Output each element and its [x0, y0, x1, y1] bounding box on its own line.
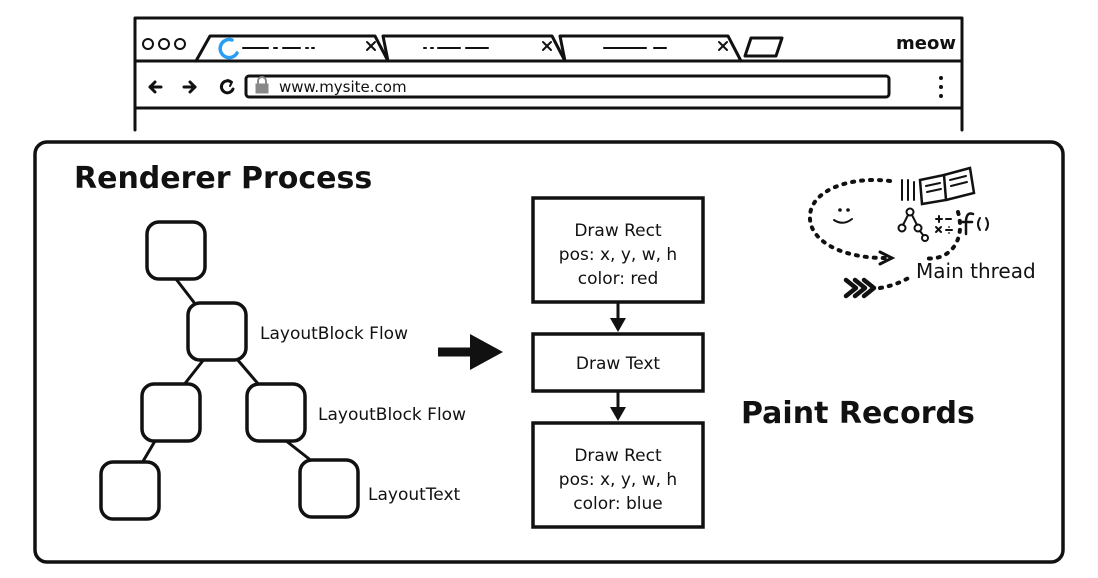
tab-close-icon[interactable]	[718, 41, 728, 51]
layout-tree-node-root	[145, 220, 207, 281]
transform-arrow-icon	[438, 334, 503, 370]
tab-close-icon[interactable]	[366, 41, 376, 51]
layout-tree-node-block-flow-2	[245, 382, 307, 443]
layout-tree-node-leaf-left	[99, 460, 161, 521]
tab-2[interactable]	[381, 34, 567, 63]
paint-records-title: Paint Records	[741, 396, 975, 431]
lock-icon	[255, 76, 269, 94]
record-1-line-1: Draw Rect	[574, 221, 662, 241]
record-3-line-3: color: blue	[573, 494, 662, 514]
reload-icon[interactable]	[219, 79, 235, 95]
paint-record-draw-rect-red	[531, 196, 705, 304]
address-bar[interactable]: www.mysite.com	[244, 74, 891, 99]
record-2-line-1: Draw Text	[576, 354, 661, 374]
layout-tree-node-layout-text	[298, 458, 360, 519]
record-3-line-2: pos: x, y, w, h	[559, 470, 677, 490]
label-layout-block-flow-2: LayoutBlock Flow	[318, 405, 466, 425]
label-layout-text: LayoutText	[368, 485, 461, 505]
forward-arrow-icon[interactable]	[182, 80, 197, 94]
main-thread-icon	[807, 166, 989, 299]
paint-records: Draw Rect pos: x, y, w, h color: red Dra…	[531, 196, 705, 529]
url-text[interactable]: www.mysite.com	[279, 78, 407, 96]
label-layout-block-flow-1: LayoutBlock Flow	[260, 324, 408, 344]
browser-window: meow www.mysite.com	[133, 16, 964, 132]
layout-tree-edges	[140, 277, 315, 465]
record-3-line-1: Draw Rect	[574, 446, 662, 466]
menu-vertical-dots-icon[interactable]	[939, 76, 943, 98]
back-arrow-icon[interactable]	[148, 80, 163, 94]
paint-record-draw-text	[531, 332, 705, 393]
renderer-process-panel: Renderer Process LayoutBlock Flow Layout…	[33, 140, 1065, 564]
new-tab-button[interactable]	[743, 36, 784, 58]
loading-spinner-icon	[218, 37, 239, 60]
tab-3[interactable]	[558, 34, 743, 63]
layout-tree-node-block-flow-1	[186, 301, 248, 362]
browser-brand: meow	[896, 33, 956, 54]
main-thread-label: Main thread	[916, 259, 1036, 283]
down-arrow-icon	[610, 300, 626, 332]
layout-tree	[99, 220, 360, 521]
down-arrow-icon	[610, 389, 626, 421]
paint-record-draw-rect-blue	[531, 421, 705, 529]
record-1-line-3: color: red	[578, 269, 659, 289]
tab-active[interactable]	[194, 34, 390, 63]
window-controls-icon[interactable]	[142, 38, 186, 50]
record-1-line-2: pos: x, y, w, h	[559, 245, 677, 265]
panel-title: Renderer Process	[74, 161, 372, 196]
tab-close-icon[interactable]	[542, 41, 552, 51]
layout-tree-node-left	[140, 382, 202, 443]
